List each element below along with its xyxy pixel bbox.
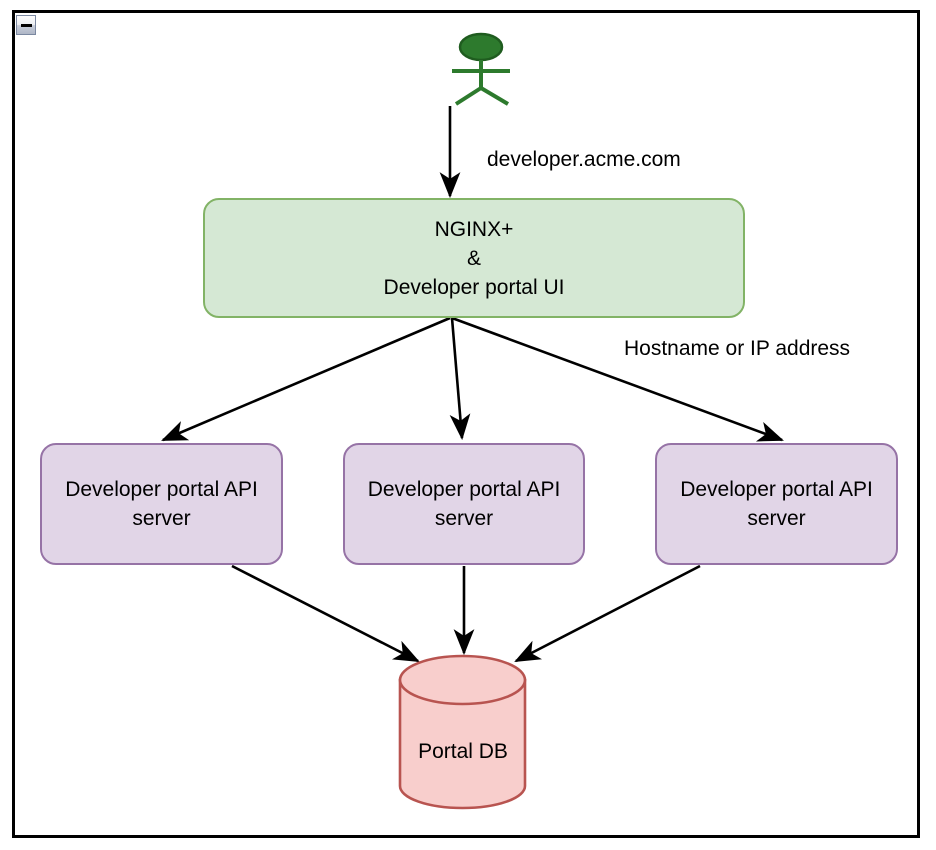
collapse-button[interactable]: [16, 15, 36, 35]
node-api-server-1[interactable]: Developer portal API server: [40, 443, 283, 565]
node-api-server-2[interactable]: Developer portal API server: [343, 443, 585, 565]
node-api-server-1-label: Developer portal API server: [65, 478, 258, 530]
edge-label-hostname-or-ip: Hostname or IP address: [624, 337, 851, 360]
node-nginx-label: NGINX+ & Developer portal UI: [383, 217, 565, 299]
node-api-server-3[interactable]: Developer portal API server: [655, 443, 898, 565]
minus-icon: [20, 23, 32, 27]
portal-db-label: Portal DB: [418, 740, 508, 763]
node-api-server-2-label: Developer portal API server: [367, 478, 561, 530]
node-api-server-3-label: Developer portal API server: [680, 478, 873, 530]
edge-label-developer-domain: developer.acme.com: [487, 148, 681, 171]
node-nginx[interactable]: NGINX+ & Developer portal UI: [203, 198, 745, 318]
diagram-frame: [12, 10, 920, 838]
